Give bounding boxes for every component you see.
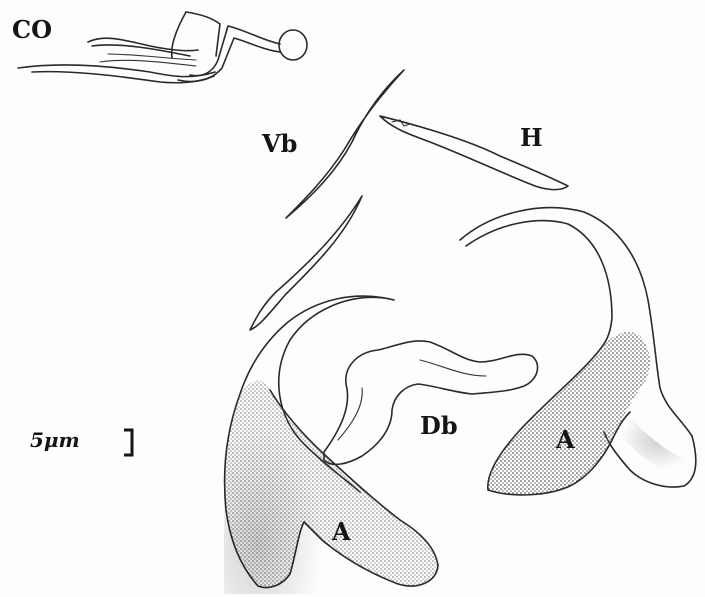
anchor-right-drawing (460, 208, 696, 495)
label-co: CO (12, 18, 52, 42)
label-db: Db (420, 414, 458, 438)
anchor-left-drawing (224, 296, 438, 594)
label-h: H (520, 126, 543, 150)
scale-bar (124, 430, 132, 455)
label-a-right: A (556, 428, 575, 452)
scale-label: 5μm (30, 430, 80, 450)
ventral-bar-drawing (250, 70, 404, 330)
dorsal-bar-drawing (324, 341, 538, 464)
label-vb: Vb (262, 132, 297, 156)
label-a-left: A (332, 520, 351, 544)
copulatory-organ-drawing (18, 12, 307, 83)
